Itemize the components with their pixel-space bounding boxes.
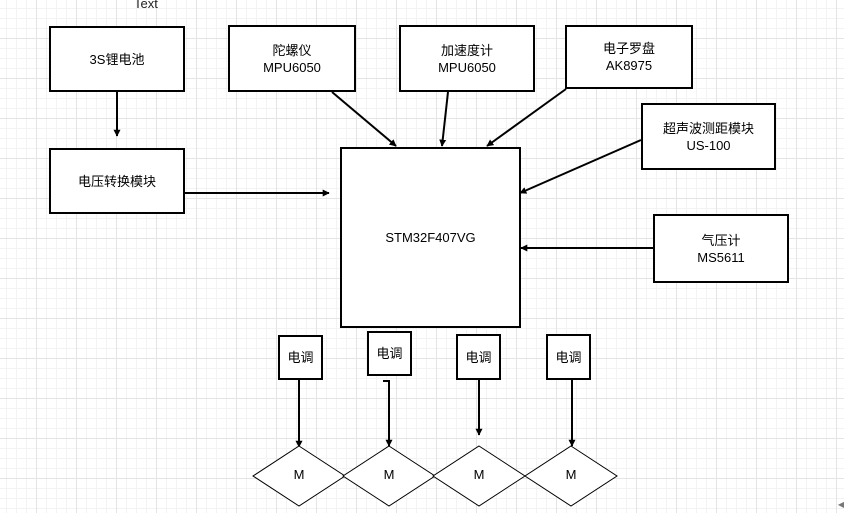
voltage-converter-label: 电压转换模块 — [77, 173, 156, 189]
ultrasonic-label: 超声波测距模块 — [662, 120, 754, 136]
mcu-node[interactable]: STM32F407VG — [340, 147, 521, 328]
battery-node[interactable]: 3S锂电池 — [49, 26, 185, 92]
esc-label-2: 电调 — [376, 346, 403, 361]
accel-label: 加速度计 — [440, 42, 493, 58]
arrow-accel-to-mcu[interactable] — [439, 91, 449, 147]
motor-diamond-2[interactable] — [342, 445, 436, 507]
motor-diamond-1[interactable] — [252, 445, 346, 507]
compass-label: 电子罗盘 — [602, 41, 655, 56]
voltage-converter-node[interactable]: 电压转换模块 — [49, 148, 185, 214]
arrow-ultrasonic-to-mcu[interactable] — [519, 139, 642, 194]
barometer-label: 气压计 — [701, 232, 741, 248]
esc-label-4: 电调 — [555, 349, 582, 365]
motor-label-4: M — [565, 467, 577, 482]
motor-label-2: M — [383, 467, 395, 482]
scroll-left-icon[interactable]: ◀ — [837, 500, 844, 509]
ultrasonic-node[interactable]: 超声波测距模块 US-100 — [641, 103, 776, 170]
barometer-node[interactable]: 气压计 MS5611 — [653, 214, 789, 283]
barometer-model: MS5611 — [697, 249, 745, 265]
canvas-text-label: Text — [134, 0, 158, 11]
compass-model: AK8975 — [605, 58, 653, 73]
motor-diamond-3[interactable] — [432, 445, 526, 507]
motor-label-1: M — [293, 467, 305, 482]
arrow-esc2-to-motor2[interactable] — [383, 380, 393, 447]
gyro-label: 陀螺仪 — [272, 42, 312, 58]
accel-node[interactable]: 加速度计 MPU6050 — [399, 25, 535, 92]
mcu-label: STM32F407VG — [385, 230, 476, 245]
battery-label: 3S锂电池 — [89, 51, 145, 67]
gyro-model: MPU6050 — [263, 59, 321, 75]
esc-node-3[interactable]: 电调 — [456, 334, 501, 380]
compass-node[interactable]: 电子罗盘 AK8975 — [565, 25, 693, 89]
esc-label-1: 电调 — [287, 350, 314, 365]
arrow-gyro-to-mcu[interactable] — [331, 91, 397, 147]
motor-label-3: M — [473, 467, 485, 482]
esc-node-1[interactable]: 电调 — [278, 335, 323, 380]
esc-node-4[interactable]: 电调 — [546, 334, 591, 380]
ultrasonic-model: US-100 — [686, 137, 731, 153]
accel-model: MPU6050 — [438, 59, 496, 75]
esc-node-2[interactable]: 电调 — [367, 331, 412, 376]
gyro-node[interactable]: 陀螺仪 MPU6050 — [228, 25, 356, 92]
esc-label-3: 电调 — [465, 349, 492, 365]
motor-diamond-4[interactable] — [524, 445, 618, 507]
arrow-compass-to-mcu[interactable] — [486, 88, 567, 147]
